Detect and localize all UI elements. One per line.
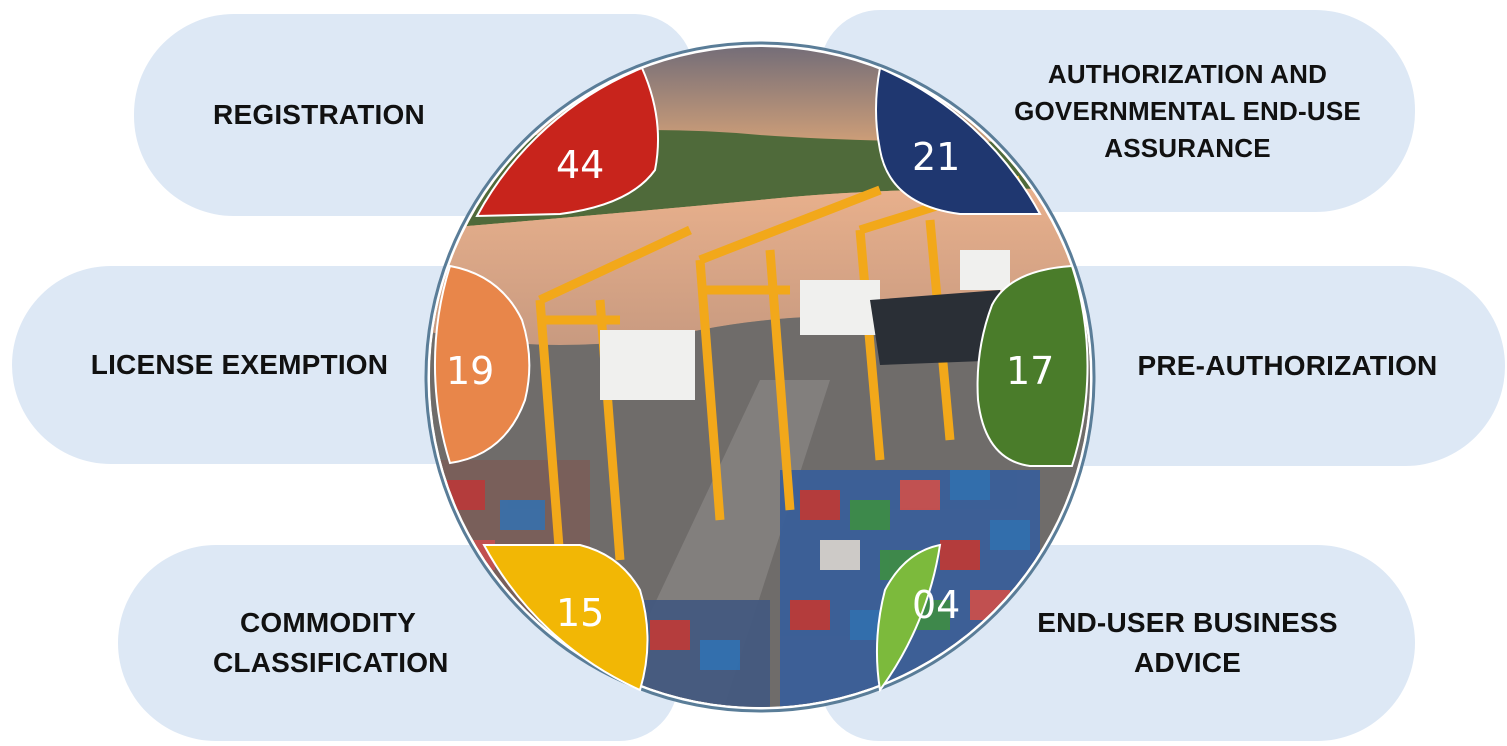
number-authorization: 21 (912, 135, 960, 179)
label-authorization: AUTHORIZATION AND GOVERNMENTAL END-USE A… (1014, 58, 1361, 163)
petal-pre-authorization (976, 264, 1089, 467)
number-end-user-business-advice: 04 (912, 583, 960, 627)
petal-end-user-business-advice (875, 543, 942, 693)
number-license-exemption: 19 (446, 349, 494, 393)
petal-license-exemption (433, 264, 531, 465)
number-registration: 44 (556, 143, 604, 187)
petal-authorization (875, 66, 1042, 215)
label-commodity-classification: COMMODITY CLASSIFICATION (213, 607, 449, 678)
petal-commodity-classification (482, 544, 649, 692)
number-pre-authorization: 17 (1006, 349, 1054, 393)
petal-registration (475, 66, 659, 218)
label-registration: REGISTRATION (213, 99, 425, 130)
number-commodity-classification: 15 (556, 591, 604, 635)
label-license-exemption: LICENSE EXEMPTION (90, 349, 389, 380)
label-end-user-business-advice: END-USER BUSINESS ADVICE (1037, 607, 1338, 678)
label-pre-authorization: PRE-AUTHORIZATION (1137, 350, 1438, 381)
